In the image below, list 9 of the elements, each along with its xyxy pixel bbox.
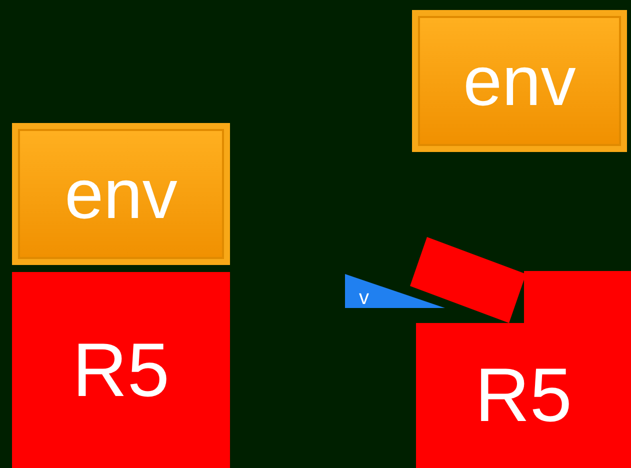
block-label: R5 [474, 352, 572, 439]
r5-block [12, 272, 230, 468]
wedge-block [345, 274, 445, 308]
block-label: env [64, 154, 178, 234]
block-label: R5 [72, 326, 170, 414]
env-block [12, 123, 230, 265]
env-block [412, 10, 627, 152]
block-label: v [359, 286, 369, 310]
block-label: env [463, 41, 576, 121]
